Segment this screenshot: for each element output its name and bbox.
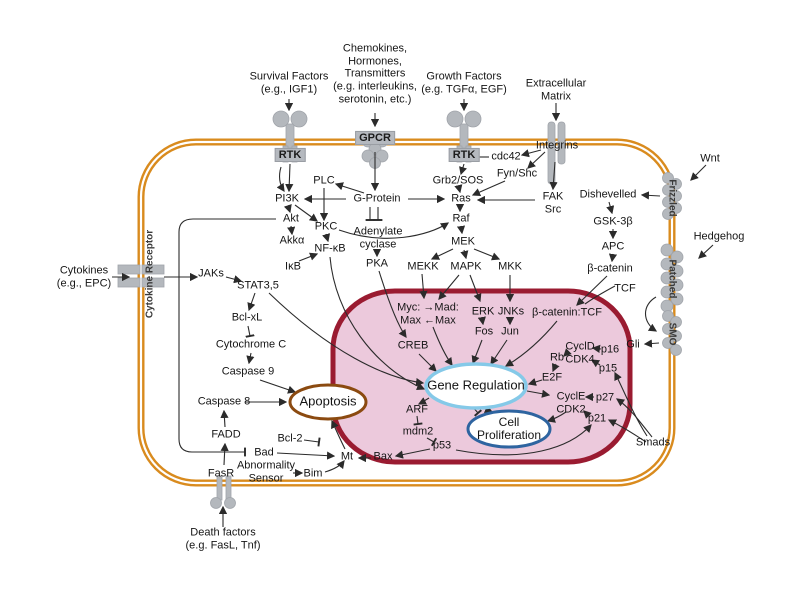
node-tcf: TCF <box>614 282 636 295</box>
node-mapk: MAPK <box>450 260 482 273</box>
node-plc: PLC <box>313 174 335 187</box>
node-bcl-2: Bcl-2 <box>277 432 303 445</box>
node-p53: p53 <box>432 439 452 452</box>
node-mekk: MEKK <box>407 260 439 273</box>
cytokine-receptor-icon <box>117 264 165 288</box>
node-mdm2: mdm2 <box>402 425 434 438</box>
pathway-arrows <box>112 99 714 527</box>
node-grb2-sos: Grb2/SOS <box>432 174 484 187</box>
patched-receptor-icon <box>660 243 684 313</box>
node-jaks: JAKs <box>198 267 224 280</box>
node-cytochrome-c: Cytochrome C <box>215 338 287 351</box>
node-gsk-3b: GSK-3β <box>593 215 633 228</box>
node-caspase-8: Caspase 8 <box>197 395 251 408</box>
integrins-receptor-icon <box>547 121 566 185</box>
label-extracellular-matrix: Extracellular Matrix <box>525 77 587 102</box>
node-fos: Fos <box>474 325 494 338</box>
node-pkc: PKC <box>314 220 338 233</box>
node-e2f: E2F <box>541 371 563 384</box>
node-cycld-cdk4: CyclD CDK4 <box>565 340 595 365</box>
node-cycle-cdk2: CyclE CDK2 <box>556 390 586 415</box>
node-akt: Akt <box>283 212 299 225</box>
label-integrins: Integrins <box>535 139 579 152</box>
node-pka: PKA <box>365 257 389 270</box>
node-b-catenin: β-catenin <box>587 262 633 275</box>
label-wnt: Wnt <box>700 152 720 165</box>
smo-receptor-icon <box>662 310 682 356</box>
label-patched: Patched <box>666 259 678 299</box>
gene-regulation-ellipse <box>424 362 528 410</box>
node-myc-mad-max: Myc: →Mad: Max ←Max <box>397 301 459 326</box>
label-growth-factors: Growth Factors (e.g. TGFα, EGF) <box>421 70 507 95</box>
receptor-label-rtk-right: RTK <box>448 147 480 163</box>
node-arf: ARF <box>406 403 428 416</box>
node-fyn-shc: Fyn/Shc <box>496 167 538 180</box>
label-death-factors: Death factors (e.g. FasL, Tnf) <box>185 526 261 551</box>
node-nf-kb: NF-κB <box>314 242 346 255</box>
node-pi3k: PI3K <box>275 192 299 205</box>
node-p15: p15 <box>598 362 618 375</box>
node-bad: Bad <box>254 446 274 459</box>
cell-membrane <box>137 138 676 487</box>
node-g-protein: G-Protein <box>353 192 401 205</box>
label-cell-proliferation: Cell Proliferation <box>476 414 542 442</box>
node-rb: Rb <box>549 351 565 364</box>
label-smo: SMO <box>666 322 678 346</box>
label-cytokine-receptor: Cytokine Receptor <box>144 229 156 319</box>
node-gli: Gli <box>626 338 640 351</box>
cell-proliferation-ellipse <box>466 409 552 449</box>
label-frizzled: Frizzled <box>666 179 678 217</box>
node-akka: Akkα <box>279 234 305 247</box>
label-survival-factors: Survival Factors (e.g., IGF1) <box>249 70 329 95</box>
receptor-label-gpcr: GPCR <box>355 130 395 146</box>
node-dishevelled: Dishevelled <box>579 188 637 201</box>
node-bim: Bim <box>303 467 323 480</box>
node-bax: Bax <box>373 450 393 463</box>
node-jun: Jun <box>501 325 519 338</box>
node-abnormality-sensor: Abnormality Sensor <box>236 459 296 484</box>
node-cdc42: cdc42 <box>491 150 521 163</box>
label-fasr: FasR <box>207 467 235 480</box>
node-p27: p27 <box>595 391 615 404</box>
label-hedgehog: Hedgehog <box>693 230 745 243</box>
label-gene-regulation: Gene Regulation <box>427 377 525 393</box>
label-apoptosis: Apoptosis <box>299 393 357 409</box>
node-mkk: MKK <box>498 260 522 273</box>
node-erk: ERK <box>471 305 495 318</box>
node-raf: Raf <box>452 212 470 225</box>
receptor-label-rtk-left: RTK <box>274 147 306 163</box>
label-cytokines: Cytokines (e.g., EPC) <box>56 264 112 289</box>
node-fak-src: FAK Src <box>542 190 564 215</box>
node-bcl-xl: Bcl-xL <box>231 311 263 324</box>
node-jnks: JNKs <box>497 305 525 318</box>
node-mek: MEK <box>451 235 475 248</box>
label-chemokines: Chemokines, Hormones, Transmitters (e.g.… <box>333 42 417 105</box>
node-creb: CREB <box>397 339 429 352</box>
node-stat3-5: STAT3,5 <box>237 279 279 292</box>
node-mt: Mt <box>340 450 354 463</box>
node-b-catenin-tcf: β-catenin:TCF <box>532 306 602 319</box>
node-smads: Smads <box>635 436 671 449</box>
node-p21: p21 <box>587 412 607 425</box>
node-p16: p16 <box>600 343 620 356</box>
fasr-receptor-icon <box>210 475 236 509</box>
node-adenylate-cyclase: Adenylate cyclase <box>353 225 403 250</box>
frizzled-receptor-icon <box>662 172 682 220</box>
node-caspase-9: Caspase 9 <box>221 365 275 378</box>
node-apc: APC <box>601 240 625 253</box>
node-ikb: IκB <box>285 260 301 273</box>
apoptosis-ellipse <box>288 383 368 421</box>
node-fadd: FADD <box>211 428 241 441</box>
node-ras: Ras <box>451 192 471 205</box>
